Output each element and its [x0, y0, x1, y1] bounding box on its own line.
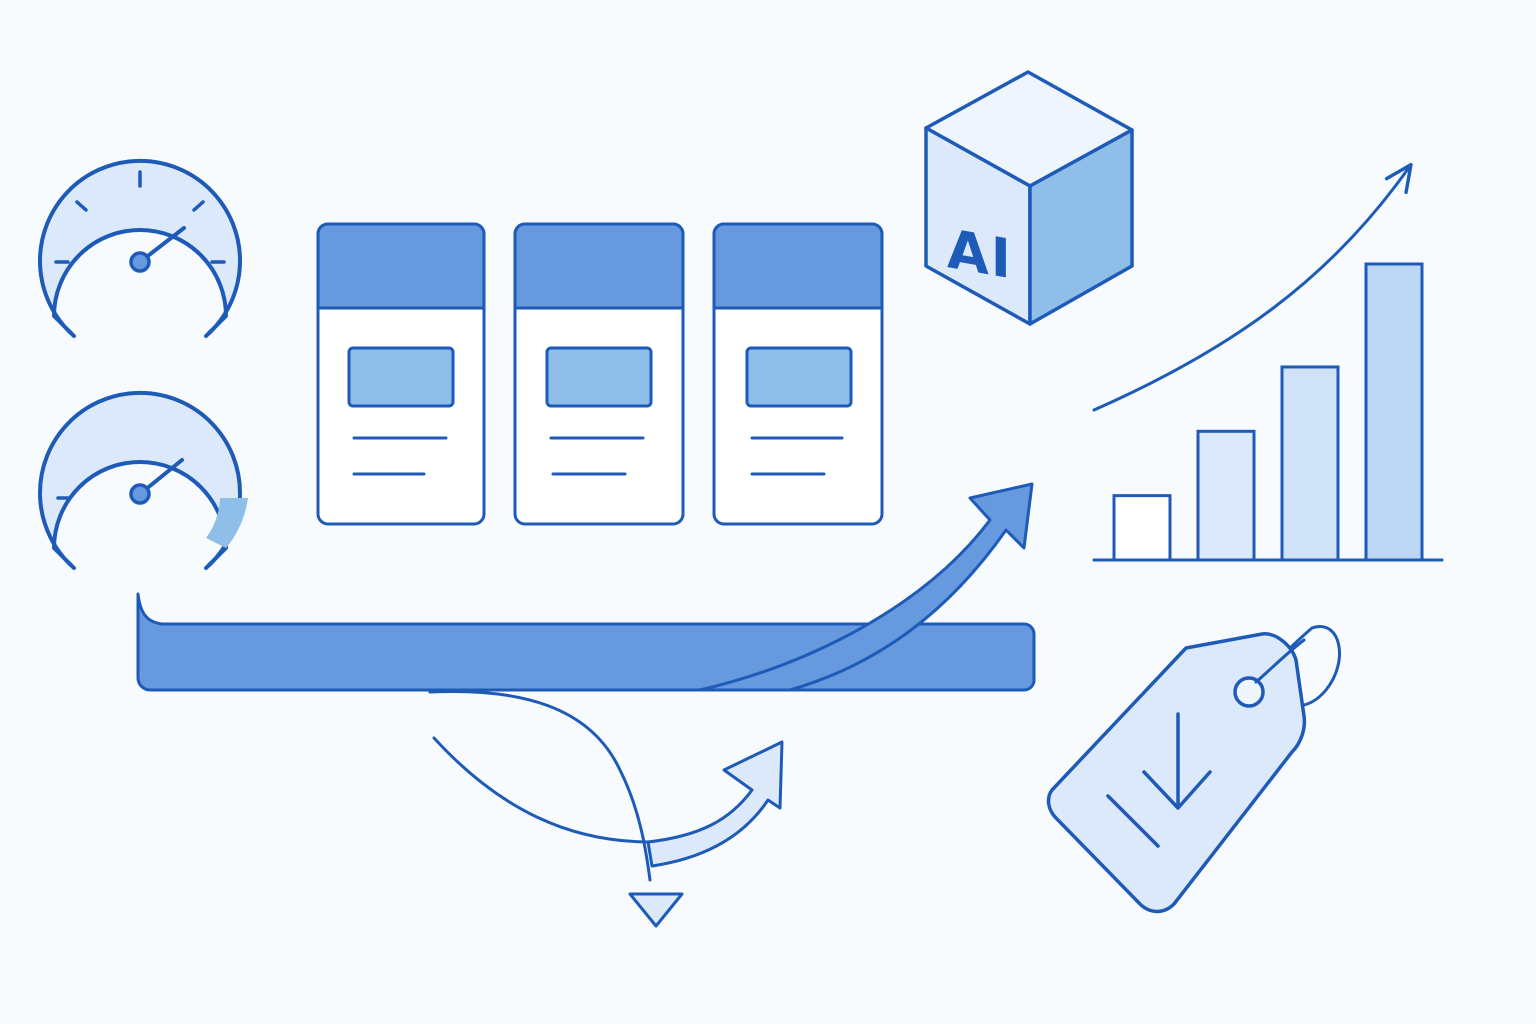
growth-bar-3	[1280, 365, 1340, 562]
gauge-ring	[38, 390, 242, 570]
speedometer-icon	[38, 390, 248, 570]
split-line	[428, 690, 652, 882]
document-card-icon	[712, 222, 884, 526]
document-card-icon	[316, 222, 486, 526]
gauge-hub	[129, 483, 151, 505]
down-arrowhead	[628, 892, 684, 928]
tag-hole	[1233, 676, 1265, 708]
gauge-ticks	[54, 170, 226, 264]
card-image-placeholder	[545, 346, 653, 408]
growth-bar-1	[1112, 494, 1172, 562]
ai-cube-icon: AI	[924, 70, 1134, 326]
flow-bar-arrow-icon	[136, 482, 1036, 882]
growth-bar-2	[1196, 429, 1256, 562]
gauge-ring	[38, 158, 242, 338]
card-image-placeholder	[745, 346, 853, 408]
gauge-level-fill	[206, 498, 248, 548]
card-image-placeholder	[347, 346, 455, 408]
rising-arrow	[698, 482, 1034, 692]
arrow-down-icon	[1106, 712, 1212, 848]
document-card-icon	[513, 222, 685, 526]
speedometer-icon	[38, 158, 242, 338]
down-arrow-line	[432, 736, 652, 844]
up-swoosh-arrow	[646, 740, 784, 868]
branch-arrows-icon	[432, 736, 784, 928]
gauge-hub	[129, 251, 151, 273]
growth-bar-4	[1364, 262, 1424, 562]
ai-cube-label: AI	[947, 216, 1013, 291]
price-tag-down-icon	[1046, 625, 1341, 914]
growth-trend-arrow	[1092, 162, 1413, 412]
bar-chart-growth-icon	[1092, 162, 1444, 562]
